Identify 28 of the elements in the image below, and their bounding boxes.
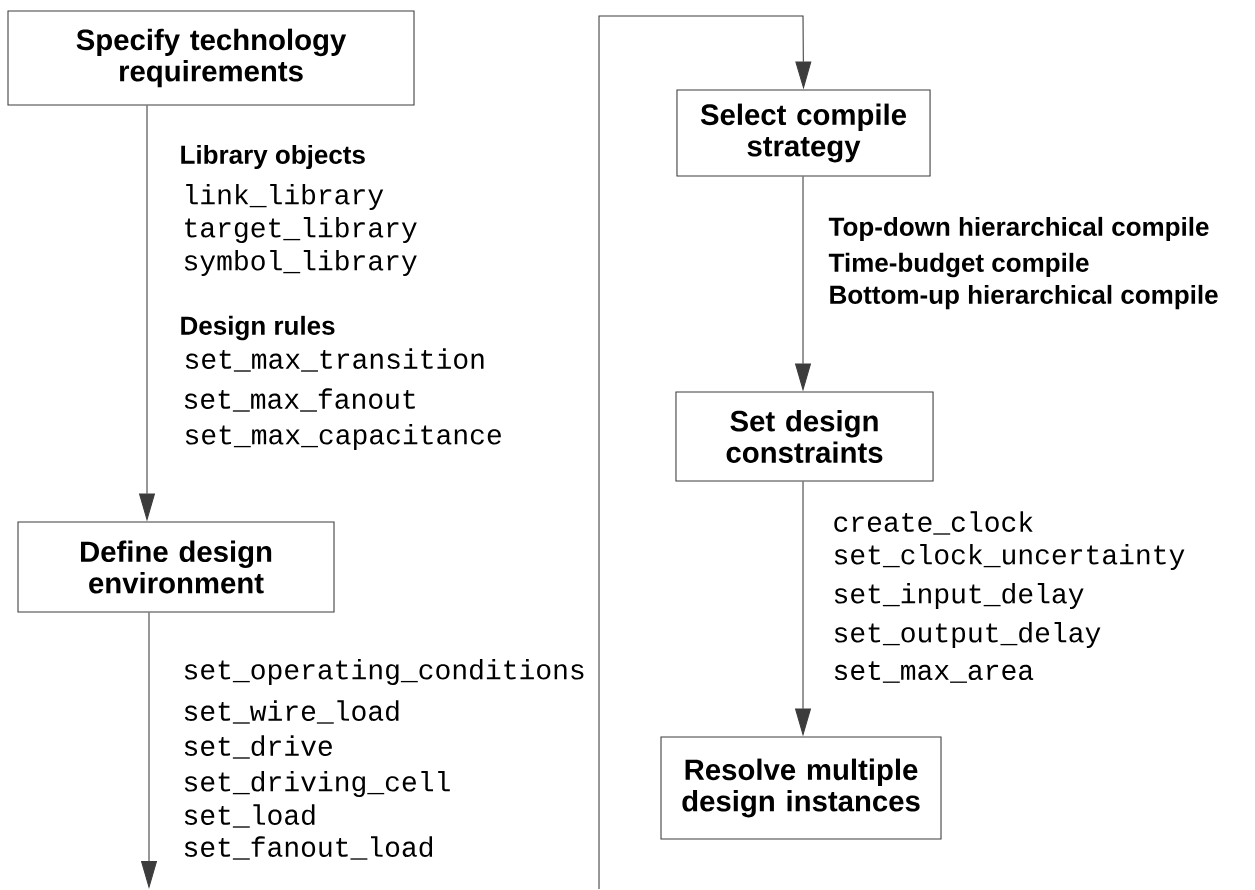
command-text: set_drive [184, 735, 332, 759]
command-text: link_library [186, 183, 384, 211]
command-text: set_driving_cell [184, 770, 450, 798]
arrow [598, 15, 812, 890]
command-text: set_max_transition [185, 348, 484, 372]
command-text: set_load [184, 804, 315, 828]
command-text: set_max_fanout [184, 388, 415, 412]
command-text: symbol_library [184, 249, 417, 277]
command-text: set_max_area [834, 661, 1034, 683]
command-text: set_output_delay [834, 621, 1101, 649]
command-text: set_fanout_load [184, 836, 433, 860]
command-text: target_library [185, 216, 417, 244]
strategy-option: Bottom-up hierarchical compile [830, 284, 1218, 310]
command-text: set_wire_load [184, 700, 399, 724]
command-text: set_input_delay [834, 582, 1084, 610]
process-box: Set design constraints [675, 391, 934, 482]
section-heading: Design rules [181, 315, 335, 341]
process-box: Select compile strategy [676, 89, 931, 177]
command-text: set_max_capacitance [185, 423, 501, 451]
command-text: set_clock_uncertainty [834, 543, 1185, 571]
process-box: Define design environment [17, 521, 335, 613]
process-box: Specify technology requirements [7, 10, 415, 106]
strategy-option: Time-budget compile [828, 252, 1089, 278]
command-text: create_clock [834, 511, 1033, 535]
strategy-option: Top-down hierarchical compile [828, 216, 1209, 242]
section-heading: Library objects [181, 144, 365, 170]
process-box: Resolve multiple design instances [660, 736, 942, 840]
command-text: set_operating_conditions [184, 658, 584, 686]
